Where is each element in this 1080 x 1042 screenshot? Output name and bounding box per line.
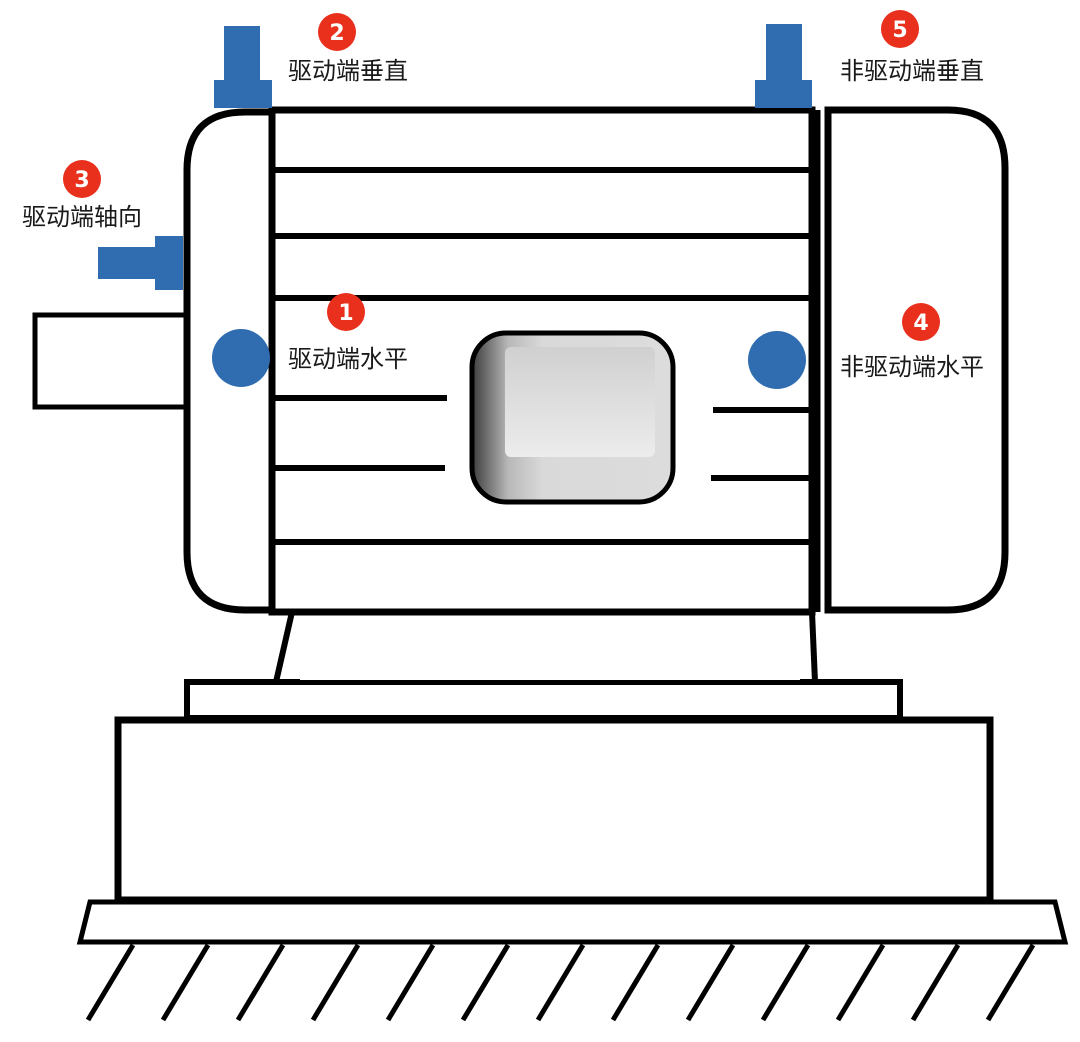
- badge-p4: 4: [902, 303, 940, 341]
- svg-text:4: 4: [913, 311, 928, 336]
- label-p1: 驱动端水平: [288, 345, 408, 373]
- sensor-p4: [748, 331, 806, 389]
- svg-text:5: 5: [892, 18, 907, 43]
- foundation-block: [114, 716, 994, 904]
- label-p4: 非驱动端水平: [840, 353, 984, 381]
- base-plate: [184, 679, 903, 721]
- motor-shaft: [32, 312, 190, 410]
- label-p5: 非驱动端垂直: [840, 57, 984, 85]
- svg-text:3: 3: [74, 168, 89, 193]
- badge-p5: 5: [881, 10, 919, 48]
- svg-text:1: 1: [338, 301, 353, 326]
- label-p3: 驱动端轴向: [22, 203, 142, 231]
- ground-slab: [76, 899, 1069, 945]
- badge-p3: 3: [63, 160, 101, 198]
- svg-text:2: 2: [329, 21, 344, 46]
- label-p2: 驱动端垂直: [288, 57, 408, 85]
- terminal-box: [469, 330, 676, 505]
- ground-hatch: [85, 943, 1036, 1022]
- badge-p2: 2: [318, 13, 356, 51]
- badge-p1: 1: [327, 293, 365, 331]
- sensor-p1: [212, 329, 270, 387]
- non-drive-end-cap: [824, 106, 1009, 614]
- cooling-fins: [275, 167, 810, 545]
- sensor-p2: [214, 26, 272, 108]
- sensor-p3: [98, 236, 183, 290]
- sensor-p5: [755, 24, 812, 108]
